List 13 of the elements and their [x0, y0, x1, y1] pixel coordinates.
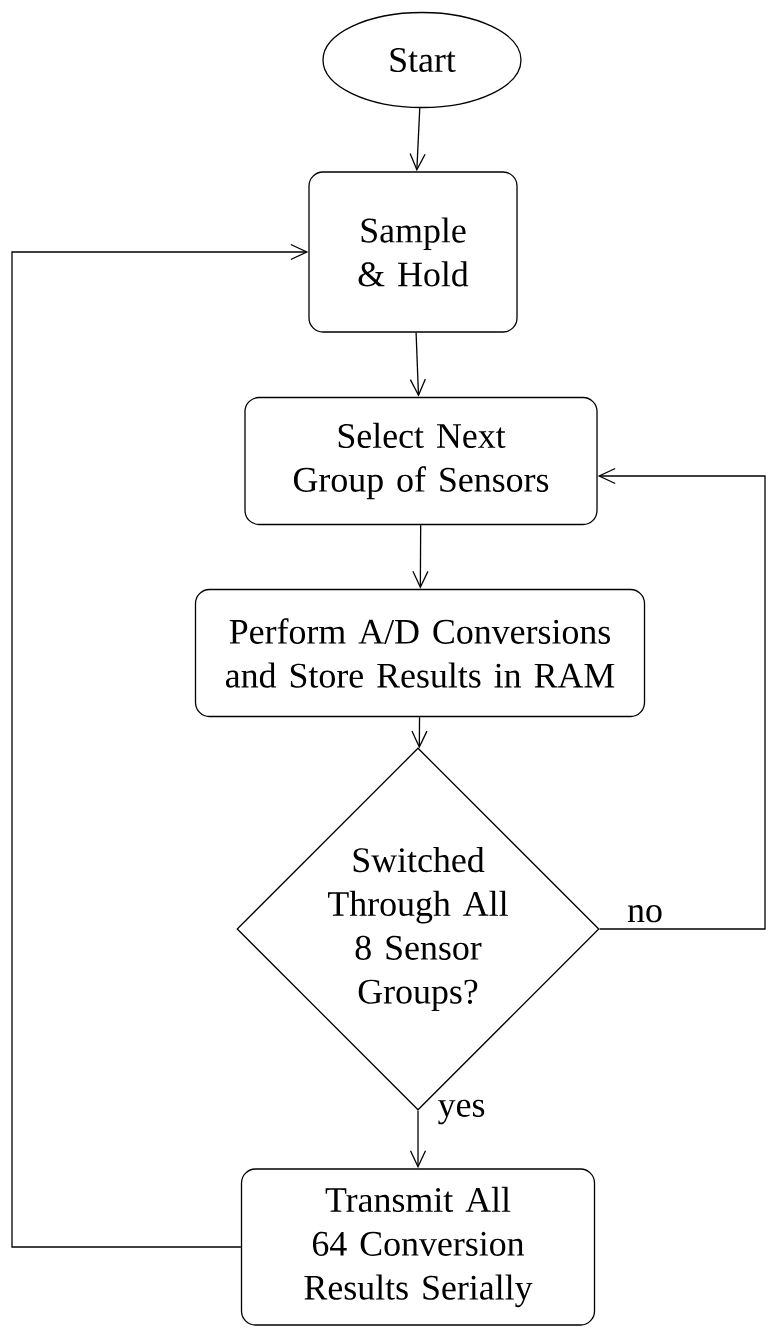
arrow — [11, 243, 309, 1248]
arrow — [409, 332, 427, 397]
process-box: Transmit All 64 Conversion Results Serially — [240, 1168, 596, 1326]
arrow — [411, 716, 428, 749]
process-box: Sample & Hold — [308, 171, 518, 333]
arrow — [597, 467, 766, 930]
arrow — [409, 107, 426, 172]
process-box: Select Next Group of Sensors — [244, 396, 598, 526]
process-box: Perform A/D Conversions and Store Results in RAM — [194, 588, 646, 718]
arrow — [412, 524, 429, 589]
start-oval: Start — [322, 11, 522, 109]
arrow — [409, 1110, 427, 1169]
edge-label: no — [626, 904, 664, 924]
